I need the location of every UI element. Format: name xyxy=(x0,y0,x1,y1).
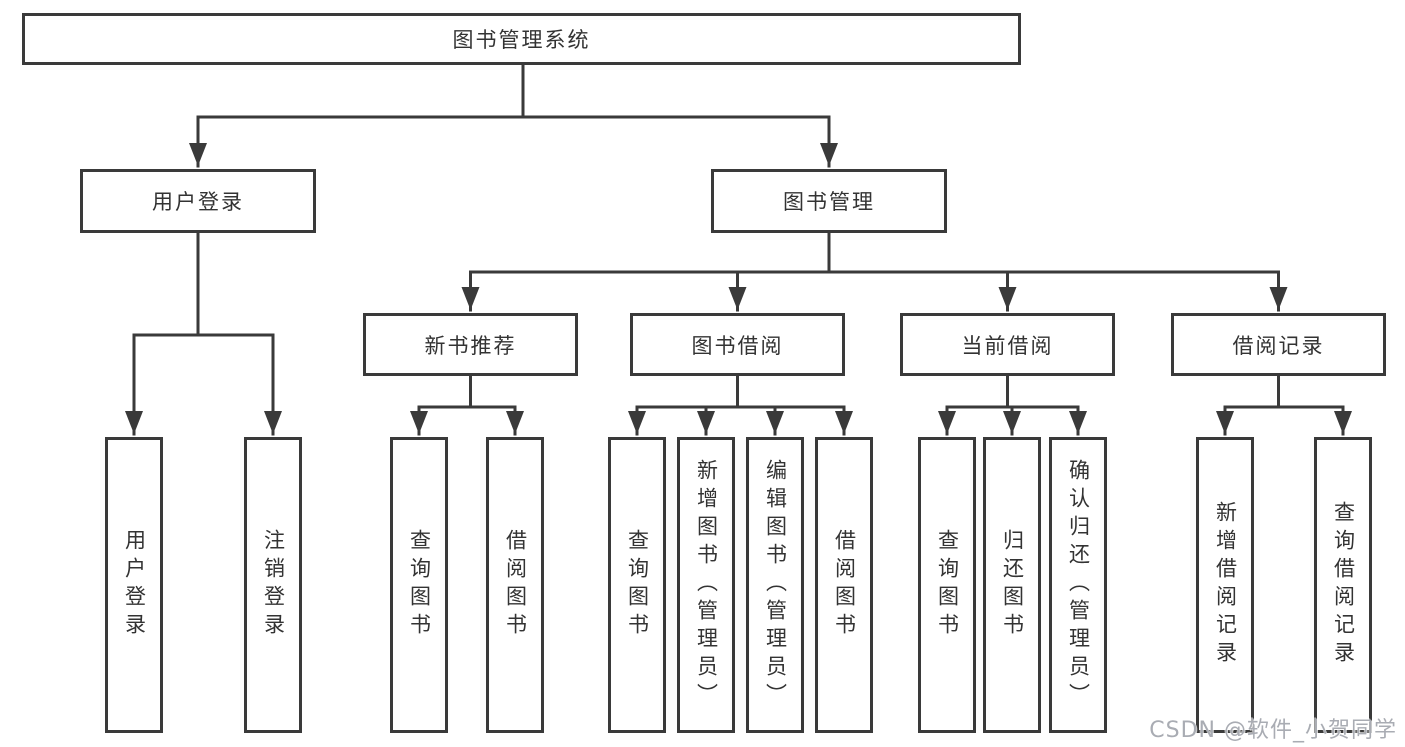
leaf-label: 查询借阅记录 xyxy=(1331,501,1356,669)
leaf-query-borrow-record: 查询借阅记录 xyxy=(1314,437,1372,733)
edges-manage-to-modules xyxy=(461,231,1288,312)
leaf-label: 查询图书 xyxy=(935,529,960,641)
leaf-borrow-books-recommend: 借阅图书 xyxy=(486,437,544,733)
csdn-watermark: CSDN @软件_小贺同学 xyxy=(1149,718,1397,743)
leaf-user-login: 用户登录 xyxy=(105,437,163,733)
leaf-label: 注销登录 xyxy=(261,529,286,641)
leaf-label: 新增借阅记录 xyxy=(1213,501,1238,669)
leaf-label: 查询图书 xyxy=(407,529,432,641)
module-label: 当前借阅 xyxy=(961,333,1054,358)
module-label: 借阅记录 xyxy=(1232,333,1325,358)
module-label: 新书推荐 xyxy=(424,333,517,358)
node-user-login: 用户登录 xyxy=(80,169,316,233)
module-label: 图书借阅 xyxy=(691,333,784,358)
leaf-logout-login: 注销登录 xyxy=(244,437,302,733)
node-root-label: 图书管理系统 xyxy=(452,28,591,52)
leaf-label: 确认归还（管理员） xyxy=(1066,459,1091,711)
leaf-label: 借阅图书 xyxy=(832,529,857,641)
edges-user-login-group xyxy=(125,231,282,436)
node-module-book-borrow: 图书借阅 xyxy=(630,313,845,376)
node-book-management: 图书管理 xyxy=(711,169,947,233)
leaf-edit-book-admin: 编辑图书（管理员） xyxy=(746,437,804,733)
node-user-login-label: 用户登录 xyxy=(152,190,244,214)
edges-leaf-arrows xyxy=(410,405,1352,436)
node-module-current-borrow: 当前借阅 xyxy=(900,313,1115,376)
leaf-add-borrow-record: 新增借阅记录 xyxy=(1196,437,1254,733)
leaf-query-books-current: 查询图书 xyxy=(918,437,976,733)
leaf-query-books-borrow: 查询图书 xyxy=(608,437,666,733)
leaf-label: 编辑图书（管理员） xyxy=(763,459,788,711)
leaf-return-book: 归还图书 xyxy=(983,437,1041,733)
leaf-query-books-recommend: 查询图书 xyxy=(390,437,448,733)
leaf-label: 归还图书 xyxy=(1000,529,1025,641)
edges-module-groups xyxy=(417,374,1345,409)
leaf-confirm-return-admin: 确认归还（管理员） xyxy=(1049,437,1107,733)
node-root-system: 图书管理系统 xyxy=(22,13,1021,65)
leaf-label: 用户登录 xyxy=(122,529,147,641)
node-module-new-book-recommend: 新书推荐 xyxy=(363,313,578,376)
node-module-borrow-records: 借阅记录 xyxy=(1171,313,1386,376)
node-book-management-label: 图书管理 xyxy=(783,190,875,214)
leaf-label: 借阅图书 xyxy=(503,529,528,641)
leaf-borrow-books-borrow: 借阅图书 xyxy=(815,437,873,733)
edges-root-to-level2 xyxy=(189,62,838,168)
leaf-add-book-admin: 新增图书（管理员） xyxy=(677,437,735,733)
leaf-label: 新增图书（管理员） xyxy=(694,459,719,711)
leaf-label: 查询图书 xyxy=(625,529,650,641)
